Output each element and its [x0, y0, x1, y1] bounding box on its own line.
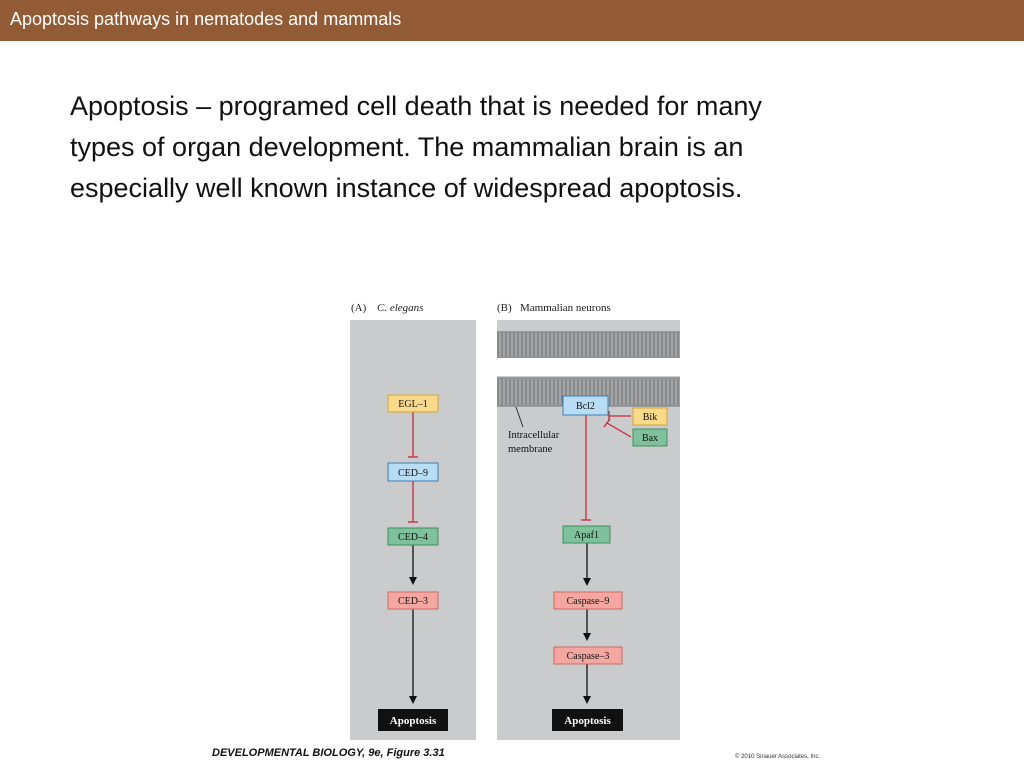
outer-membrane [497, 332, 680, 358]
node-bik-label: Bik [643, 412, 657, 423]
node-apoptosis-a [378, 709, 448, 731]
node-bcl2 [562, 395, 609, 416]
body-line-1: Apoptosis – programed cell death that is… [70, 91, 762, 121]
inhibit-line-bax-bcl2 [606, 422, 632, 438]
membrane-label-line1: Intracellular [508, 430, 560, 441]
node-caspase3-label: Caspase–3 [567, 651, 610, 662]
node-ced4-label: CED–4 [398, 532, 428, 543]
node-apaf1 [562, 525, 611, 544]
caption-book: DEVELOPMENTAL BIOLOGY, [212, 747, 366, 759]
node-bcl2-label: Bcl2 [576, 401, 595, 412]
panel-a-title: C. elegans [377, 302, 423, 314]
body-line-2: types of organ development. The mammalia… [70, 132, 744, 162]
node-ced4 [387, 527, 439, 546]
membrane-label-line2: membrane [508, 444, 553, 455]
panel-a-letter: (A) [351, 302, 367, 314]
node-egl1-label: EGL–1 [398, 399, 427, 410]
node-apoptosis-b [552, 709, 623, 731]
figure-caption: DEVELOPMENTAL BIOLOGY, 9e, Figure 3.31 [212, 747, 445, 759]
body-paragraph: Apoptosis – programed cell death that is… [70, 86, 970, 209]
slide-title: Apoptosis pathways in nematodes and mamm… [10, 9, 402, 29]
node-apaf1-label: Apaf1 [574, 530, 599, 541]
node-bik [632, 407, 668, 426]
node-apoptosis-b-label: Apoptosis [564, 715, 611, 727]
caption-edition: 9e, Figure 3.31 [365, 747, 445, 759]
node-caspase9 [553, 591, 623, 610]
node-apoptosis-a-label: Apoptosis [390, 715, 437, 727]
title-bar: Apoptosis pathways in nematodes and mamm… [0, 0, 1024, 41]
node-ced3 [387, 591, 439, 610]
node-egl1 [387, 394, 439, 413]
panel-b-title: Mammalian neurons [520, 302, 611, 314]
node-ced3-label: CED–3 [398, 596, 428, 607]
node-bax [632, 428, 668, 447]
membrane-gap [497, 358, 680, 376]
node-ced9 [387, 462, 439, 482]
copyright-notice: © 2010 Sinauer Associates, Inc. [735, 754, 821, 760]
node-caspase9-label: Caspase–9 [567, 596, 610, 607]
node-caspase3 [553, 646, 623, 665]
membrane-label-leader [515, 406, 524, 428]
node-ced9-label: CED–9 [398, 468, 428, 479]
panel-b-letter: (B) [497, 302, 512, 314]
inhibit-bar-bcl2-from-bax [603, 418, 611, 428]
node-bax-label: Bax [642, 433, 658, 444]
body-line-3: especially well known instance of widesp… [70, 173, 743, 203]
